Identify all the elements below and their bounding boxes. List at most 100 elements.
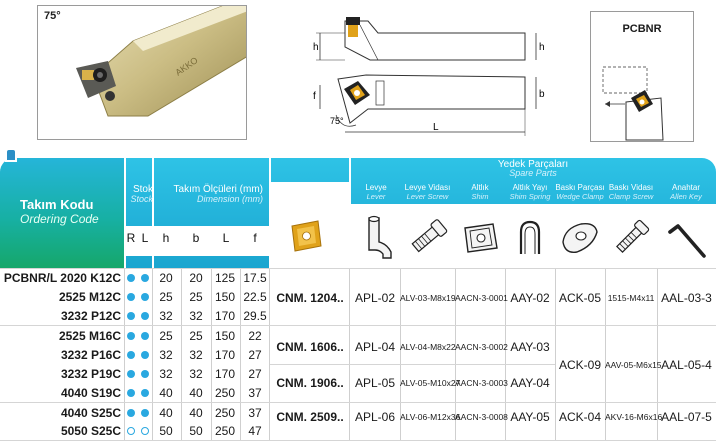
lever-code: APL-04: [354, 340, 396, 354]
stock-r-dot: [127, 332, 135, 340]
clamp-screw-icon: [616, 219, 650, 253]
dim-f: 17.5: [243, 271, 267, 285]
clamp-screw-code: 1515-M4x11: [607, 293, 655, 303]
col-letter-length: L: [222, 231, 230, 245]
dim-L: 170: [214, 367, 236, 381]
header-spare-title: Yedek Parçaları: [497, 159, 569, 170]
col-letter-L: L: [141, 231, 149, 245]
lever-icon: [368, 215, 392, 259]
stock-r-dot: [127, 409, 135, 417]
variant-label: PCBNR: [622, 23, 662, 35]
header-spare-subtitle: Spare Parts: [509, 168, 557, 178]
table-row: 2525 M12C 25 25 150 22.5: [0, 287, 716, 306]
ordering-code[interactable]: 5050 S25C: [60, 424, 121, 438]
col-letter-f: f: [253, 231, 257, 245]
shim-spring-icon: [519, 220, 541, 254]
dim-h: 50: [159, 424, 173, 438]
dim-b: 50: [189, 424, 203, 438]
lever-screw-code: ALV-05-M10x27: [400, 378, 461, 388]
corner-tab: [5, 148, 17, 162]
wedge-clamp-code: ACK-04: [558, 410, 602, 424]
dim-L: 150: [214, 329, 236, 343]
dim-h: 20: [159, 271, 173, 285]
clamp-screw-code: AKV-16-M6x16: [605, 412, 663, 422]
dim-f: 37: [248, 386, 262, 400]
allen-key-code: AAL-05-4: [661, 358, 712, 372]
dim-L-label: L: [433, 122, 439, 133]
dim-L: 250: [214, 406, 236, 420]
angle-label: 75°: [44, 10, 61, 22]
dim-h: 32: [159, 309, 173, 323]
ordering-code[interactable]: 3232 P19C: [60, 367, 121, 381]
dim-h-right-label: h: [539, 42, 545, 53]
ordering-code[interactable]: PCBNR/L 2020 K12C: [3, 271, 121, 285]
stock-r-dot: [127, 351, 135, 359]
allen-key-icon: [668, 224, 706, 258]
dim-L: 170: [214, 348, 236, 362]
stock-r-dot: [127, 370, 135, 378]
insert-code: CNM. 1606..: [276, 340, 344, 354]
insert-icon: [291, 220, 322, 252]
header-stock-subtitle: Stock: [130, 194, 153, 204]
dim-L: 250: [214, 386, 236, 400]
shim-code: AACN-3-0003: [455, 378, 508, 388]
ordering-code[interactable]: 2525 M16C: [58, 329, 121, 343]
lever-screw-icon: [411, 219, 448, 253]
dim-h: 32: [159, 348, 173, 362]
table-row: 3232 P16C 32 32 170 27: [0, 345, 716, 364]
stock-l-dot: [141, 389, 149, 397]
stock-r-dot: [127, 389, 135, 397]
dim-f: 47: [248, 424, 262, 438]
dim-L: 170: [214, 309, 236, 323]
wedge-clamp-code: ACK-05: [558, 291, 602, 305]
ordering-code[interactable]: 3232 P16C: [60, 348, 121, 362]
header-code-subtitle: Ordering Code: [20, 212, 99, 226]
wedge-clamp-code: ACK-09: [558, 358, 602, 372]
header-code-cell: [0, 158, 125, 268]
dim-b: 32: [189, 348, 203, 362]
stock-l-dot: [141, 427, 149, 435]
stock-r-dot: [127, 293, 135, 301]
stock-l-dot: [141, 293, 149, 301]
dim-b-label: b: [539, 89, 545, 100]
table-row: 2525 M16C 25 25 150 22: [0, 326, 716, 345]
table-row: 3232 P19C 32 32 170 27: [0, 364, 716, 383]
ordering-code[interactable]: 2525 M12C: [58, 290, 121, 304]
stock-l-dot: [141, 274, 149, 282]
ordering-code[interactable]: 3232 P12C: [60, 309, 121, 323]
dim-f: 22.5: [243, 290, 267, 304]
dim-b: 20: [189, 271, 203, 285]
dim-h: 32: [159, 367, 173, 381]
variant-box: PCBNR: [590, 11, 694, 142]
dim-b: 25: [189, 329, 203, 343]
insert-top-icon: [346, 17, 360, 25]
allen-key-code: AAL-03-3: [661, 291, 712, 305]
insert-code: CNM. 1204..: [276, 291, 344, 305]
dim-angle-label: 75°: [330, 116, 344, 126]
stock-l-dot: [141, 332, 149, 340]
header-dimension-subtitle: Dimension (mm): [196, 194, 263, 204]
dim-h: 25: [159, 329, 173, 343]
table-row: 4040 S19C 40 40 250 37: [0, 383, 716, 402]
clamp-screw-code: AAV-05-M6x15: [605, 360, 662, 370]
stock-l-dot: [141, 351, 149, 359]
ordering-code[interactable]: 4040 S25C: [60, 406, 121, 420]
stock-r-dot: [127, 427, 135, 435]
dim-f: 27: [248, 367, 262, 381]
stock-l-dot: [141, 312, 149, 320]
allen-key-code: AAL-07-5: [661, 410, 712, 424]
ordering-code[interactable]: 4040 S19C: [60, 386, 121, 400]
shim-code: AACN-3-0002: [455, 342, 508, 352]
dim-h: 40: [159, 406, 173, 420]
dim-b: 40: [189, 386, 203, 400]
dim-h-label: h: [313, 42, 319, 53]
lever-screw-code: ALV-03-M8x19: [400, 293, 456, 303]
lever-screw-code: ALV-06-M12x36: [400, 412, 461, 422]
tool-holder-photo-icon: AKKO: [38, 6, 246, 139]
shim-code: AACN-3-0001: [455, 293, 508, 303]
stock-r-dot: [127, 274, 135, 282]
